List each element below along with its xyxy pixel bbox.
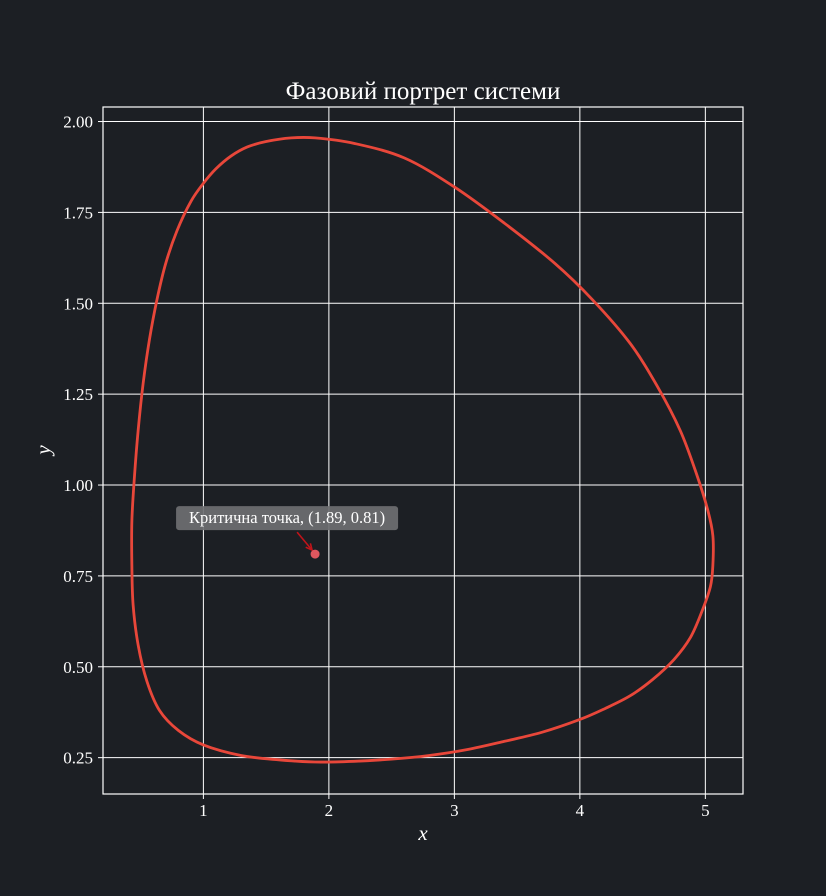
x-tick-label: 3 [450,801,459,820]
y-tick-label: 1.25 [63,385,93,404]
y-tick-label: 1.75 [63,203,93,222]
x-axis-label: x [417,821,428,845]
y-axis-label: y [31,445,55,457]
critical-point-marker [310,549,320,559]
x-tick-label: 1 [199,801,208,820]
annotation-arrowhead [305,543,314,552]
axes-frame [102,106,744,795]
x-tick-label: 5 [701,801,710,820]
y-tick-label: 1.00 [63,476,93,495]
y-tick-label: 0.75 [63,567,93,586]
x-tick-label: 4 [576,801,585,820]
chart-title: Фазовий портрет системи [286,78,561,105]
annotation-box [176,506,399,531]
annotation-arrow [296,531,313,551]
x-tick-label: 2 [325,801,334,820]
y-tick-label: 1.50 [63,294,93,313]
annotation-label: Критична точка, (1.89, 0.81) [189,508,385,527]
y-tick-label: 2.00 [63,113,93,132]
y-tick-label: 0.25 [63,749,93,768]
limit-cycle-curve [130,135,715,764]
y-tick-label: 0.50 [63,658,93,677]
